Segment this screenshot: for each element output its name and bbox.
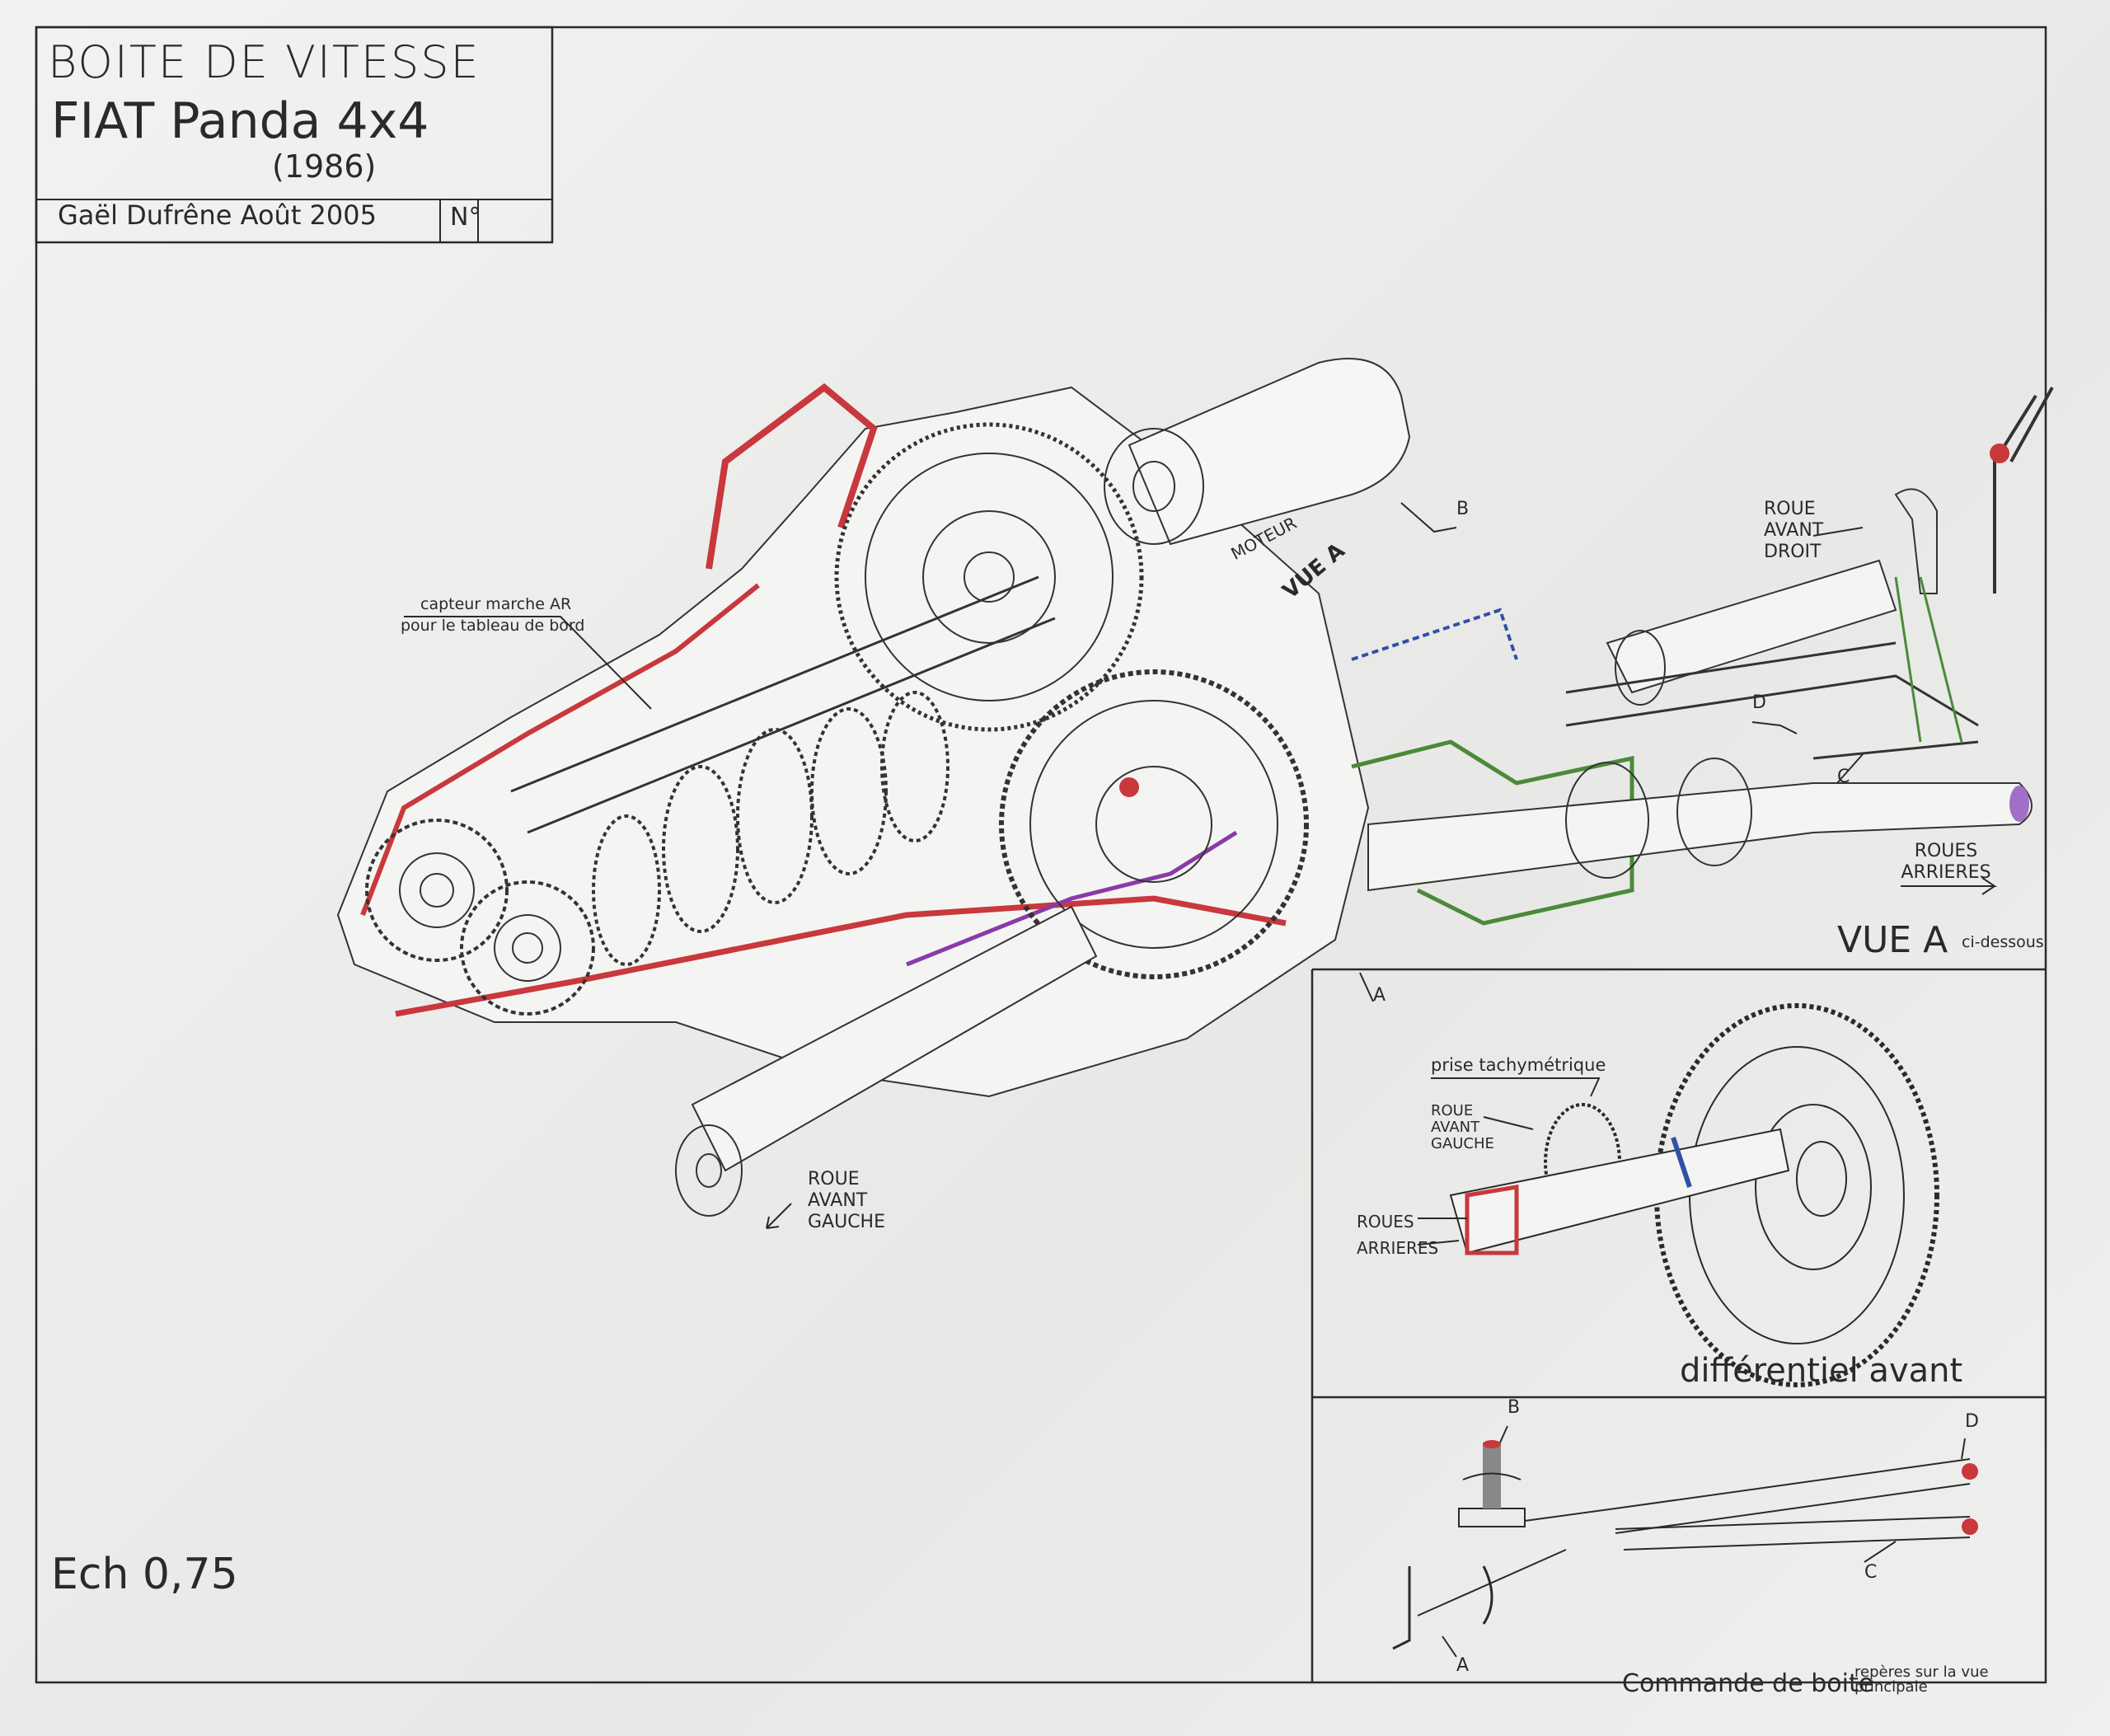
sensor-label-line2: pour le tableau de bord <box>401 617 585 635</box>
clutch-flywheel <box>834 422 1144 732</box>
view-a-rear-wheels-label: ROUES ARRIERES <box>1357 1212 1439 1258</box>
marker-b: B <box>1456 499 1470 519</box>
control-marker-b: B <box>1507 1397 1521 1418</box>
drawing-scale: Ech 0,75 <box>51 1550 238 1599</box>
vehicle-model: FIAT Panda 4x4 <box>51 92 429 150</box>
control-marker-a: A <box>1456 1655 1470 1676</box>
drawing-number-label: N° <box>450 203 481 232</box>
sheet-border <box>35 26 2047 1684</box>
model-year: (1986) <box>272 148 377 185</box>
front-right-driveshaft <box>1606 559 1897 706</box>
title-block-frame <box>35 26 554 244</box>
shift-control-caption: Commande de boite <box>1622 1669 1874 1698</box>
view-a-front-left-wheel-label: ROUE AVANT GAUCHE <box>1431 1102 1494 1152</box>
drawing-title: BOITE DE VITESSE <box>48 36 481 88</box>
shift-control-detail <box>1392 1425 1978 1658</box>
view-a-panel-frame <box>1311 968 2046 1682</box>
starter-motor <box>1104 358 1411 546</box>
control-marker-c: C <box>1864 1562 1878 1583</box>
marker-d: D <box>1752 692 1766 713</box>
gear-stack <box>365 575 1056 1016</box>
author-date: Gaël Dufrêne Août 2005 <box>58 199 377 231</box>
view-a-note: ci-dessous <box>1962 933 2044 951</box>
control-marker-d: D <box>1965 1411 1979 1432</box>
speedometer-drive-label: prise tachymétrique <box>1431 1055 1606 1075</box>
front-differential-caption: différentiel avant <box>1680 1352 1963 1390</box>
front-differential-detail <box>1417 1003 1939 1387</box>
front-left-driveshaft <box>675 905 1098 1217</box>
front-right-wheel-label: ROUE AVANT DROIT <box>1764 499 1824 562</box>
leader-lines <box>404 502 1998 1229</box>
gearbox-cutaway <box>336 358 2054 1217</box>
shift-control-note: repères sur la vue principale <box>1854 1663 1989 1696</box>
marker-c: C <box>1837 767 1850 787</box>
view-a-title: VUE A <box>1837 919 1948 961</box>
front-left-wheel-label: ROUE AVANT GAUCHE <box>808 1169 886 1232</box>
rear-output-shaft <box>1367 758 2033 892</box>
sensor-label-line1: capteur marche AR <box>420 595 572 613</box>
marker-a: A <box>1373 985 1386 1006</box>
gear-shift-lever <box>1565 387 2054 760</box>
differential-ring-gear <box>999 669 1309 979</box>
rear-wheels-label: ROUES ARRIERES <box>1901 841 1991 883</box>
